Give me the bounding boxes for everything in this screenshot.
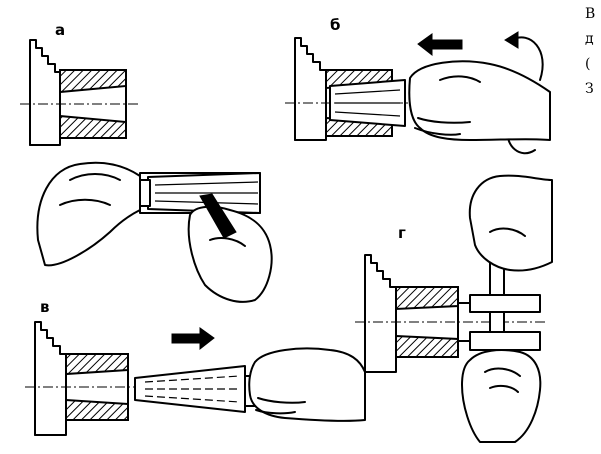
hand-left-a [36,161,141,267]
hand-right-a [187,205,273,303]
panel-label-v: в [40,298,50,316]
panel-label-a: а [55,21,65,39]
workpiece-hatch-top-a [59,69,127,94]
arrow-left-icon [417,33,463,57]
chuck-body-a [29,71,61,146]
edge-text-1: В [585,6,595,22]
caliper-jaw-upper [469,294,541,313]
chuck-jaw-g [364,254,397,373]
chuck-body-g [364,286,397,373]
panel-a-hands [36,161,273,303]
edge-text-4: З [585,81,594,97]
hand-g-upper [468,174,553,272]
panel-a: а [20,21,140,146]
caliper-jaw-lower [469,331,541,351]
workpiece-hatch-bottom-a [59,114,127,139]
chalk-icon [199,193,237,239]
panel-label-g: г [398,224,406,242]
hand-b [408,60,551,141]
chuck-jaw-b [294,37,327,141]
edge-text-2: д [585,31,594,47]
panel-b: б [285,16,551,155]
arrow-right-icon [171,327,215,351]
hand-v [248,347,366,422]
panel-label-b: б [330,16,340,34]
chuck-body-b [294,69,327,141]
hand-g-lower [461,349,542,443]
panel-v: в [25,298,366,436]
chuck-jaw-a [29,39,61,146]
edge-text-3: ( [585,56,590,72]
chuck-jaw-v [34,321,67,436]
edge-text-column: В д ( З [585,6,595,97]
panel-g: г [355,174,553,443]
chuck-body-v [34,353,67,436]
